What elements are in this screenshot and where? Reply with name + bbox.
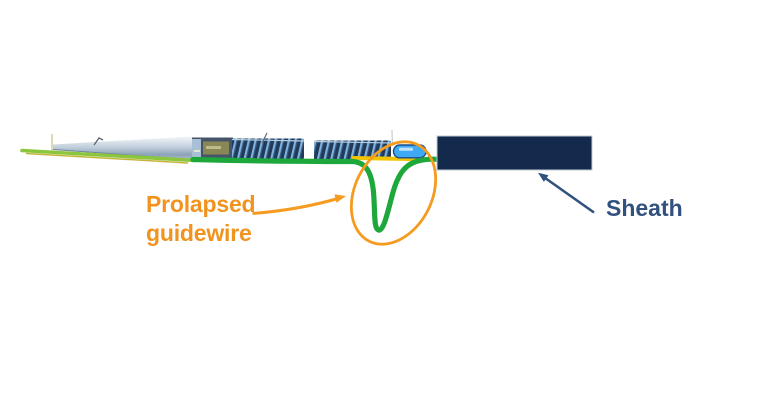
coil-2-highlight — [313, 140, 392, 144]
sheath-rect — [436, 135, 593, 171]
sheath-label: Sheath — [606, 195, 683, 221]
shaft-flag-wire — [93, 137, 104, 146]
coil-section-2 — [314, 140, 391, 160]
proximal-guidewire — [20, 148, 197, 163]
coil-tick-wire — [261, 132, 268, 144]
prolapsed-label-line2: guidewire — [146, 219, 252, 246]
navy-arrow-head-icon — [538, 172, 549, 182]
marker-band — [192, 137, 233, 159]
prolapsed-guidewire-path — [190, 156, 440, 233]
catheter-shaft — [53, 136, 192, 160]
orange-arrow-head-icon — [334, 194, 346, 203]
prolapsed-label-line1: Prolapsed — [146, 191, 256, 217]
coil-1-highlight — [231, 138, 305, 142]
device-tip-highlight — [399, 147, 413, 151]
navy-arrow — [538, 172, 595, 214]
highlight-ellipse — [349, 140, 438, 246]
marker-band-speck — [206, 146, 221, 149]
orange-arrow-line — [252, 197, 339, 215]
marker-band-left-sliver — [192, 139, 201, 157]
navy-arrow-line — [542, 175, 595, 214]
prolapsed-guidewire-label: Prolapsed guidewire — [146, 190, 256, 247]
orange-arrow — [252, 194, 346, 215]
marker-band-speck-small — [194, 150, 200, 152]
lime-wire-shadow — [25, 152, 189, 164]
coil-section-1 — [232, 138, 304, 160]
